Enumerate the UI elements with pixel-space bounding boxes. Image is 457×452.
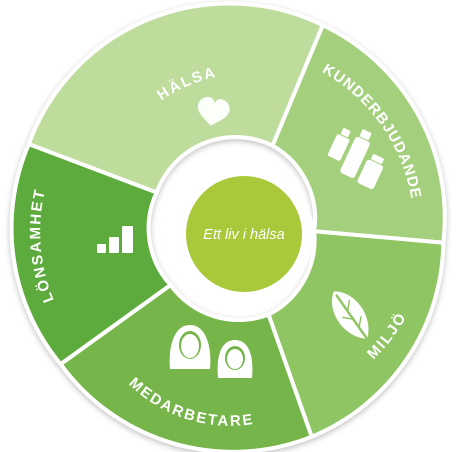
segment-kunderbjudande[interactable]	[270, 23, 447, 245]
products-icon	[327, 127, 384, 189]
center-label: Ett liv i hälsa	[203, 227, 284, 243]
leaf-icon	[332, 291, 372, 345]
center-disc[interactable]	[186, 176, 302, 292]
people-icon	[169, 325, 253, 378]
heart-icon	[197, 97, 230, 126]
wheel-segments	[9, 1, 447, 452]
bar-chart-icon	[97, 226, 133, 253]
segment-halsa[interactable]	[26, 1, 325, 195]
segment-lonsamhet[interactable]	[9, 142, 173, 367]
